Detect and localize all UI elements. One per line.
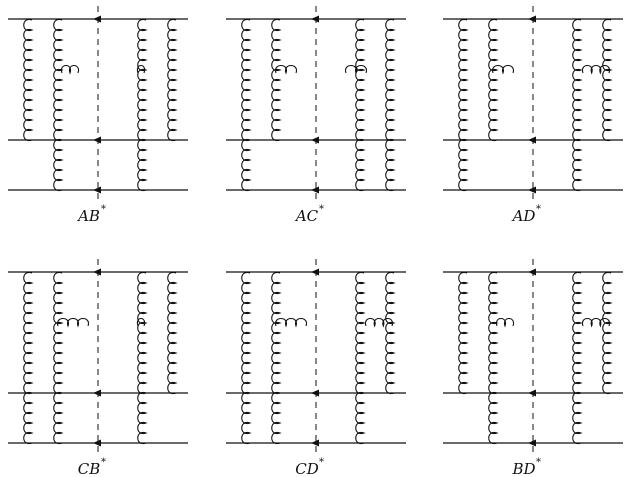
gluon-exchange-left bbox=[23, 18, 34, 142]
gluon-exchange-right bbox=[572, 18, 583, 192]
gluon-exchange-right bbox=[572, 271, 583, 445]
gluon-exchange-left bbox=[488, 18, 499, 142]
diagram-label: CB bbox=[78, 460, 101, 477]
gluon-emission-left bbox=[60, 64, 80, 75]
quark-arrow bbox=[528, 389, 536, 397]
gluon-emission-right bbox=[136, 64, 146, 74]
quark-arrow bbox=[311, 186, 319, 194]
quark-arrow bbox=[528, 268, 536, 276]
gluon-exchange-left bbox=[458, 18, 469, 192]
quark-arrow bbox=[93, 186, 101, 194]
diagram-label: BD bbox=[511, 460, 535, 477]
quark-arrow bbox=[93, 136, 101, 144]
gluon-exchange-right bbox=[602, 271, 613, 395]
diagram-label-conjugate-mark: * bbox=[101, 204, 106, 215]
quark-arrow bbox=[311, 439, 319, 447]
diagram-ac: AC* bbox=[226, 6, 406, 225]
quark-arrow bbox=[528, 439, 536, 447]
diagram-ab: AB* bbox=[8, 6, 188, 225]
quark-arrow bbox=[528, 136, 536, 144]
diagram-label: AD bbox=[511, 207, 536, 225]
diagram-label-conjugate-mark: * bbox=[319, 204, 324, 215]
gluon-exchange-right bbox=[167, 271, 178, 395]
gluon-emission-left bbox=[275, 64, 297, 75]
gluon-emission-right bbox=[136, 317, 146, 327]
gluon-emission-left bbox=[495, 317, 515, 328]
quark-arrow bbox=[528, 15, 536, 23]
diagram-label-conjugate-mark: * bbox=[536, 457, 541, 468]
gluon-exchange-left bbox=[23, 271, 34, 445]
diagram-label: AB bbox=[76, 207, 100, 225]
gluon-emission-left bbox=[275, 317, 307, 328]
gluon-exchange-right bbox=[137, 271, 148, 445]
gluon-exchange-left bbox=[488, 271, 499, 445]
diagram-cd: CD* bbox=[226, 259, 406, 477]
gluon-exchange-right bbox=[355, 271, 366, 445]
quark-arrow bbox=[93, 389, 101, 397]
gluon-exchange-left bbox=[241, 18, 252, 192]
gluon-emission-right bbox=[581, 64, 611, 75]
gluon-exchange-left bbox=[53, 18, 64, 192]
quark-arrow bbox=[93, 15, 101, 23]
gluon-emission-left bbox=[492, 64, 514, 75]
gluon-exchange-left bbox=[241, 271, 252, 445]
gluon-exchange-left bbox=[271, 271, 282, 445]
quark-arrow bbox=[93, 268, 101, 276]
diagram-bd: BD* bbox=[443, 259, 623, 477]
diagram-cb: CB* bbox=[8, 259, 188, 477]
gluon-exchange-left bbox=[271, 18, 282, 142]
quark-arrow bbox=[311, 15, 319, 23]
gluon-exchange-left bbox=[458, 271, 469, 395]
gluon-exchange-right bbox=[385, 271, 396, 395]
gluon-exchange-right bbox=[355, 18, 366, 192]
diagram-label: CD bbox=[295, 460, 319, 477]
quark-arrow bbox=[311, 389, 319, 397]
diagram-label: AC bbox=[294, 207, 319, 225]
gluon-exchange-right bbox=[137, 18, 148, 192]
gluon-exchange-right bbox=[385, 18, 396, 192]
gluon-exchange-right bbox=[167, 18, 178, 142]
diagram-ad: AD* bbox=[443, 6, 623, 225]
diagram-label-conjugate-mark: * bbox=[101, 457, 106, 468]
gluon-emission-right bbox=[581, 317, 611, 328]
gluon-emission-right bbox=[345, 64, 367, 75]
diagram-label-conjugate-mark: * bbox=[536, 204, 541, 215]
quark-arrow bbox=[311, 268, 319, 276]
quark-arrow bbox=[528, 186, 536, 194]
diagram-label-conjugate-mark: * bbox=[319, 457, 324, 468]
gluon-emission-right bbox=[364, 317, 394, 328]
gluon-emission-left bbox=[57, 317, 89, 328]
quark-arrow bbox=[93, 439, 101, 447]
quark-arrow bbox=[311, 136, 319, 144]
gluon-exchange-left bbox=[53, 271, 64, 445]
gluon-exchange-right bbox=[602, 18, 613, 142]
